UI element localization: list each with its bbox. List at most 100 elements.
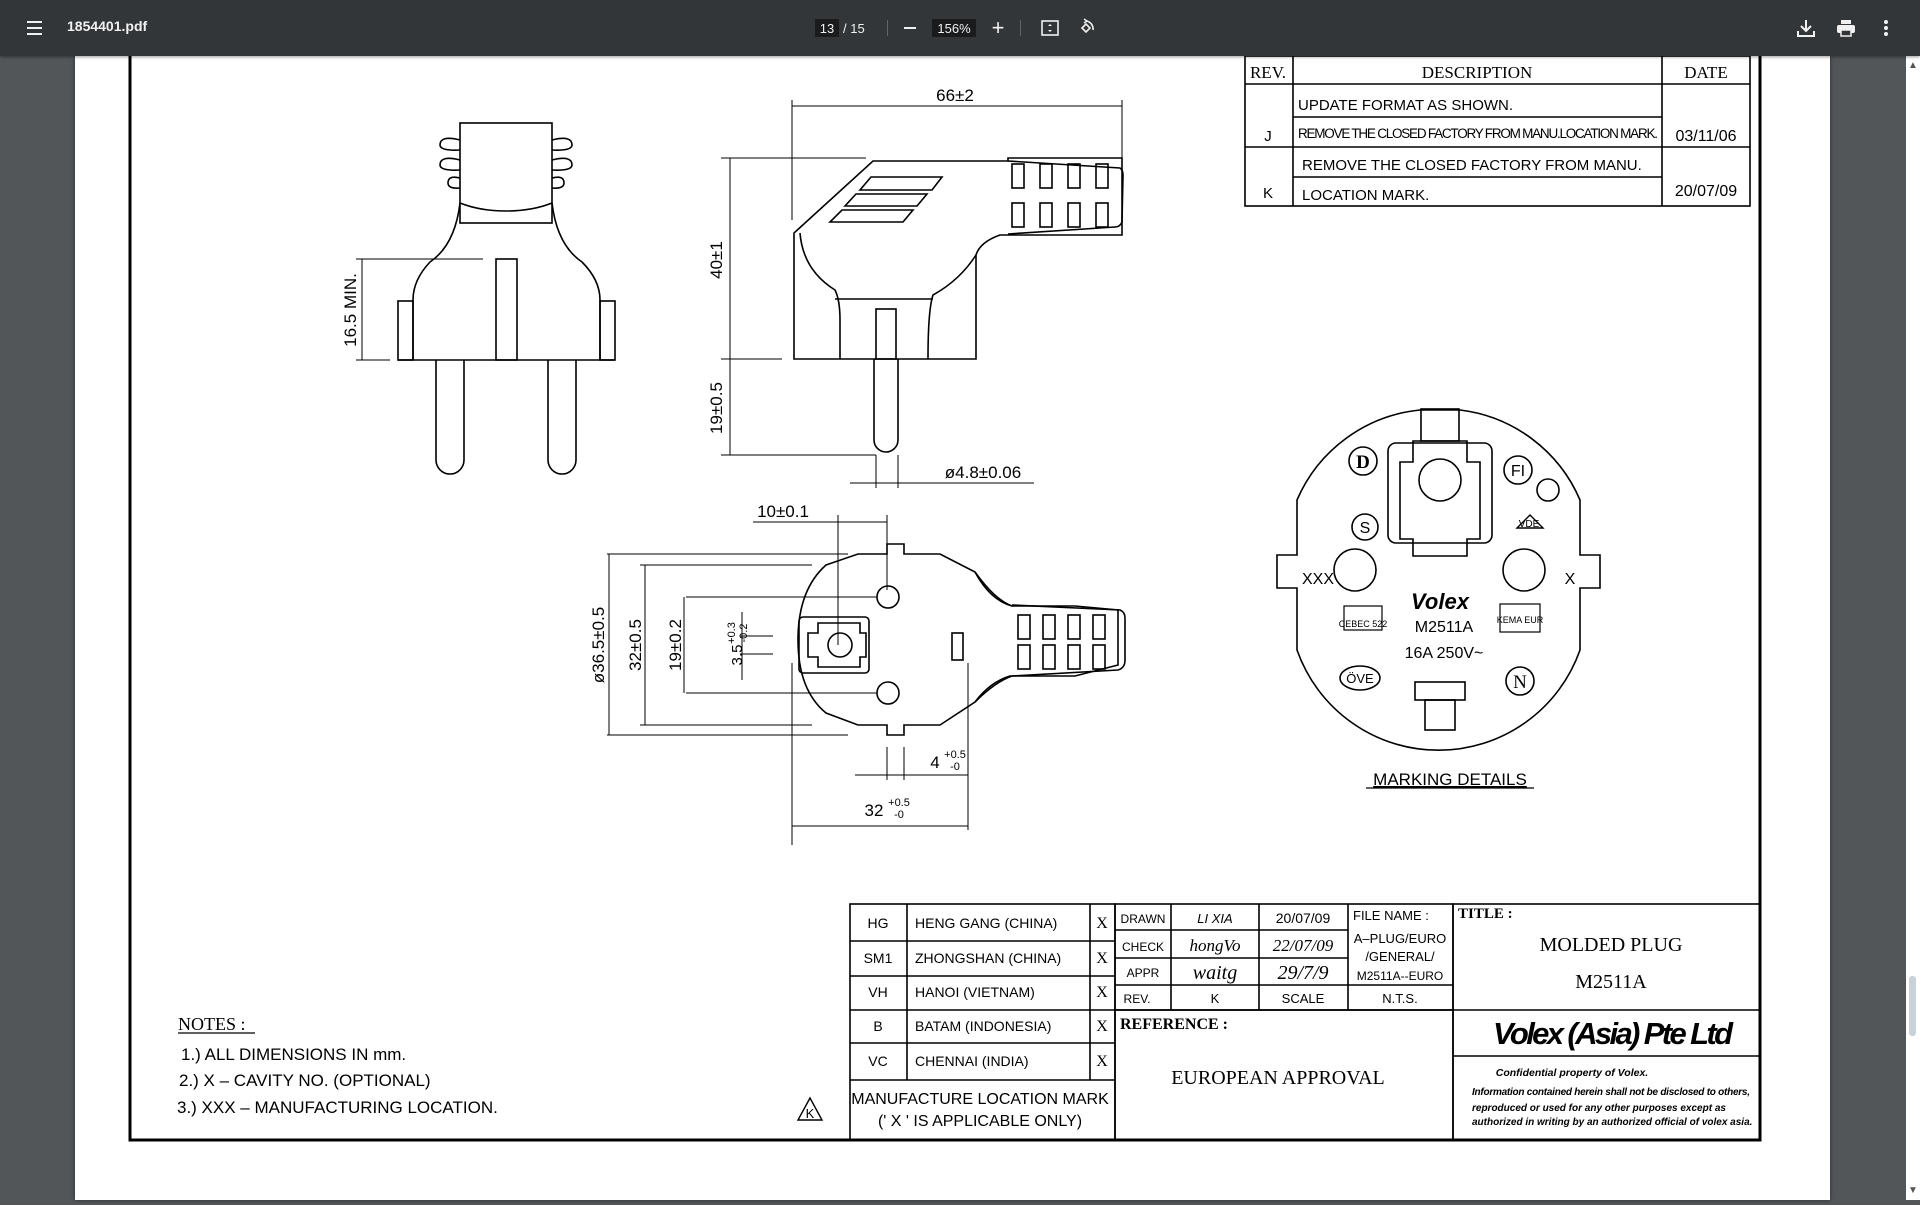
date-header: DATE: [1684, 63, 1727, 82]
location-footer-2: (' X ' IS APPLICABLE ONLY): [878, 1113, 1082, 1130]
dim-notch: 4: [930, 753, 939, 772]
drawn-label: DRAWN: [1121, 912, 1166, 926]
note-1: 1.) ALL DIMENSIONS IN mm.: [181, 1045, 406, 1064]
more-vert-icon: [1884, 20, 1888, 36]
scrollbar-thumb[interactable]: [1909, 976, 1916, 1036]
rev-k: K: [1263, 185, 1273, 202]
dim-face-inner: 32±0.5: [626, 619, 645, 671]
drawn-by: LI XIA: [1197, 911, 1232, 926]
marking-model: M2511A: [1415, 619, 1474, 636]
dim-face-diameter: ø36.5±0.5: [589, 607, 608, 683]
dim-notch-tol-minus: -0: [950, 761, 960, 773]
location-code: B: [873, 1018, 882, 1034]
download-button[interactable]: [1794, 16, 1818, 40]
zoom-level-input[interactable]: 156%: [932, 19, 976, 37]
toolbar-divider: [1020, 20, 1021, 36]
title-line-2: M2511A: [1575, 971, 1647, 993]
rev-value: K: [1211, 991, 1220, 1006]
document-title: 1854401.pdf: [67, 18, 148, 34]
rev-j-date: 03/11/06: [1675, 128, 1736, 145]
rev-k-date: 20/07/09: [1675, 183, 1737, 200]
location-name: BATAM (INDONESIA): [915, 1018, 1051, 1034]
marking-brand: Volex: [1411, 589, 1470, 614]
reference-label: REFERENCE :: [1120, 1016, 1228, 1033]
menu-icon: [26, 19, 42, 37]
description-header: DESCRIPTION: [1422, 63, 1533, 82]
page-number-input[interactable]: 13: [815, 19, 839, 37]
drawing-border: [128, 56, 1762, 1142]
rev-j: J: [1264, 128, 1272, 145]
drawn-date: 20/07/09: [1276, 910, 1331, 926]
print-button[interactable]: [1834, 16, 1858, 40]
location-code: VC: [868, 1053, 887, 1069]
fit-page-button[interactable]: [1038, 16, 1062, 40]
rev-header: REV.: [1250, 63, 1286, 82]
marking-right-code: X: [1565, 571, 1576, 588]
menu-button[interactable]: [22, 16, 46, 40]
title-block: TITLE : MOLDED PLUG M2511A Volex (Asia) …: [1452, 903, 1761, 1141]
revision-symbol: K: [806, 1106, 815, 1121]
dim-notch-tol-plus: +0.5: [944, 749, 966, 761]
location-name: HENG GANG (CHINA): [915, 915, 1057, 931]
approval-n: N: [1513, 672, 1527, 693]
pdf-toolbar: 1854401.pdf 13 / 15 156% +: [0, 0, 1920, 56]
dim-side-length: 66±2: [936, 86, 974, 105]
reference-block: REFERENCE : EUROPEAN APPROVAL: [1114, 1009, 1454, 1141]
note-2: 2.) X – CAVITY NO. (OPTIONAL): [179, 1071, 431, 1090]
scroll-down-icon[interactable]: ▼: [1908, 1185, 1918, 1196]
rev-j-line1: UPDATE FORMAT AS SHOWN.: [1298, 97, 1513, 114]
approval-s: S: [1360, 520, 1371, 537]
appr-label: APPR: [1127, 966, 1160, 980]
more-actions-button[interactable]: [1874, 16, 1898, 40]
location-footer-1: MANUFACTURE LOCATION MARK: [851, 1091, 1109, 1108]
title-line-1: MOLDED PLUG: [1540, 934, 1683, 956]
rotate-button[interactable]: [1074, 16, 1098, 40]
print-icon: [1837, 20, 1855, 37]
approval-cebec: CEBEC 522: [1339, 619, 1388, 629]
file-line-1: A–PLUG/EURO: [1354, 931, 1446, 946]
scale-label: SCALE: [1282, 991, 1325, 1006]
revision-table: REV. DESCRIPTION DATE J UPDATE FORMAT AS…: [1244, 55, 1751, 207]
location-code: VH: [868, 984, 887, 1000]
zoom-out-button[interactable]: [898, 16, 922, 40]
check-date: 22/07/09: [1273, 936, 1334, 955]
disclaimer-line-3: authorized in writing by an authorized o…: [1472, 1117, 1752, 1128]
dim-pin-length: 19±0.5: [707, 382, 726, 434]
appr-date: 29/7/9: [1277, 962, 1328, 984]
dim-width-tol-minus: -0: [894, 809, 904, 821]
face-view-plug: 10±0.1 ø36.5±0.5 32±0.5 19±0.2 3.5 +0.3 …: [589, 502, 1126, 845]
approval-vde: VDE: [1519, 519, 1540, 530]
dim-side-height: 40±1: [707, 241, 726, 279]
zoom-in-button[interactable]: +: [986, 15, 1010, 40]
scroll-up-icon[interactable]: ▲: [1908, 60, 1918, 71]
file-line-2: /GENERAL/: [1365, 949, 1435, 964]
scale-value: N.T.S.: [1382, 991, 1417, 1006]
marking-details: D FI S VDE XXX X Volex M2511A 16A 250V~ …: [1276, 408, 1601, 789]
page-total: / 15: [843, 20, 865, 36]
dim-slot-tol-minus: -0.2: [738, 624, 750, 643]
dim-slot-tol-plus: +0.3: [726, 622, 738, 644]
engineering-drawing: REV. DESCRIPTION DATE J UPDATE FORMAT AS…: [128, 55, 1762, 1142]
dim-width: 32: [865, 801, 884, 820]
check-label: CHECK: [1122, 940, 1164, 954]
dim-pin-offset: 10±0.1: [757, 502, 809, 521]
side-view-plug: 66±2 40±1 19±0.5 ø4.8±0.06: [707, 86, 1124, 488]
dim-width-tol-plus: +0.5: [888, 797, 910, 809]
notes: NOTES : 1.) ALL DIMENSIONS IN mm. 2.) X …: [177, 1014, 824, 1121]
toolbar-divider: [887, 20, 888, 36]
location-name: ZHONGSHAN (CHINA): [915, 950, 1061, 966]
location-name: CHENNAI (INDIA): [915, 1053, 1029, 1069]
front-view-plug: 16.5 MIN.: [341, 122, 616, 475]
disclaimer-line-1: Information contained herein shall not b…: [1472, 1087, 1750, 1098]
rev-label: REV.: [1124, 992, 1151, 1006]
reference-value: EUROPEAN APPROVAL: [1171, 1067, 1385, 1089]
zoom-in-icon: +: [991, 15, 1005, 40]
strain-relief-ribs: [1011, 163, 1109, 228]
rev-k-line1: REMOVE THE CLOSED FACTORY FROM MANU.: [1302, 157, 1642, 174]
vertical-scrollbar[interactable]: [1906, 56, 1920, 1200]
zoom-out-icon: [904, 27, 916, 29]
company-name: Volex (Asia) Pte Ltd: [1493, 1016, 1734, 1051]
